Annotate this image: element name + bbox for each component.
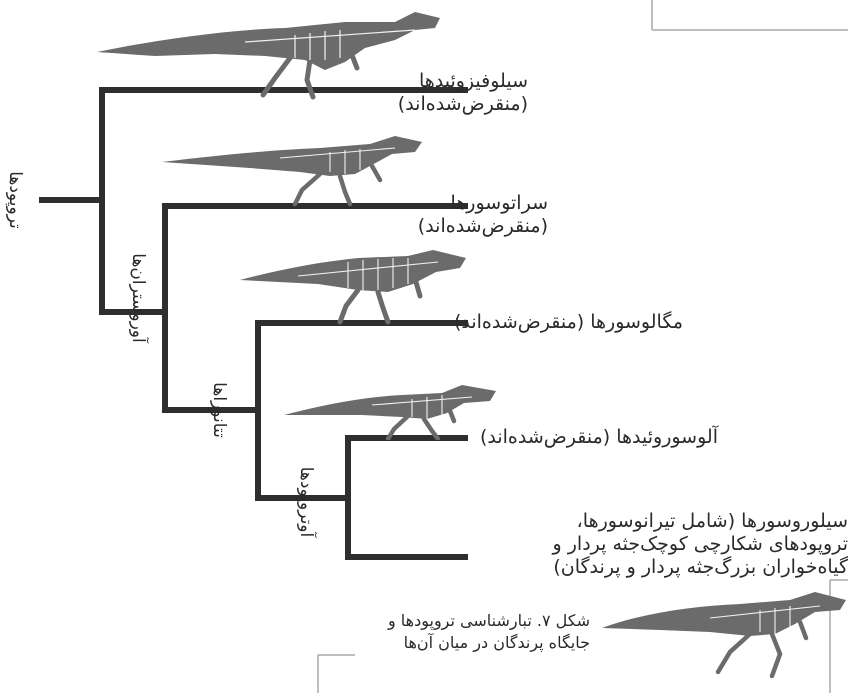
- clade-label-tetanurae: تتانوراها: [209, 363, 229, 457]
- leaf-line: گیاه‌خواران بزرگ‌جثه پردار و پرندگان): [553, 556, 848, 579]
- clade-label-avetheropoda: آوتروپودها: [296, 447, 316, 557]
- ceratosaur-skeleton-image: [160, 122, 428, 207]
- leaf-name: مگالوسورها (منقرض‌شده‌اند): [454, 311, 683, 334]
- leaf-line: سیلوروسورها (شامل تیرانوسورها،: [553, 510, 848, 533]
- megalosaur-skeleton-image: [238, 240, 470, 325]
- leaf-label-allosauroids: آلوسوروئیدها (منقرض‌شده‌اند): [480, 426, 718, 449]
- leaf-label-ceratosaurs: سراتوسورها (منقرض‌شده‌اند): [418, 192, 548, 238]
- caption-line: جایگاه پرندگان در میان آن‌ها: [388, 632, 590, 654]
- leaf-name: آلوسوروئیدها (منقرض‌شده‌اند): [480, 426, 718, 449]
- coelurosaur-skeleton-image: [600, 580, 848, 680]
- allosauroid-skeleton-image: [282, 375, 500, 440]
- caption-line: شکل ۷. تبارشناسی تروپودها و: [388, 610, 590, 632]
- top-right-frame: [652, 0, 848, 30]
- leaf-name: سراتوسورها: [418, 192, 548, 215]
- figure-caption: شکل ۷. تبارشناسی تروپودها و جایگاه پرندگ…: [388, 610, 590, 653]
- leaf-line: تروپودهای شکارچی کوچک‌جثه پردار و: [553, 533, 848, 556]
- leaf-label-coelophysoids: سیلوفیزوئیدها (منقرض‌شده‌اند): [398, 70, 528, 116]
- leaf-name: سیلوفیزوئیدها: [398, 70, 528, 93]
- coelophysoid-skeleton-image: [95, 0, 445, 100]
- leaf-note: (منقرض‌شده‌اند): [398, 93, 528, 116]
- leaf-label-coelurosaurs: سیلوروسورها (شامل تیرانوسورها، تروپودهای…: [553, 510, 848, 580]
- root-label: تروپودها: [5, 155, 25, 245]
- leaf-label-megalosaurs: مگالوسورها (منقرض‌شده‌اند): [454, 311, 683, 334]
- leaf-note: (منقرض‌شده‌اند): [418, 215, 548, 238]
- clade-label-averostra: آوروستران‌ها: [128, 242, 148, 354]
